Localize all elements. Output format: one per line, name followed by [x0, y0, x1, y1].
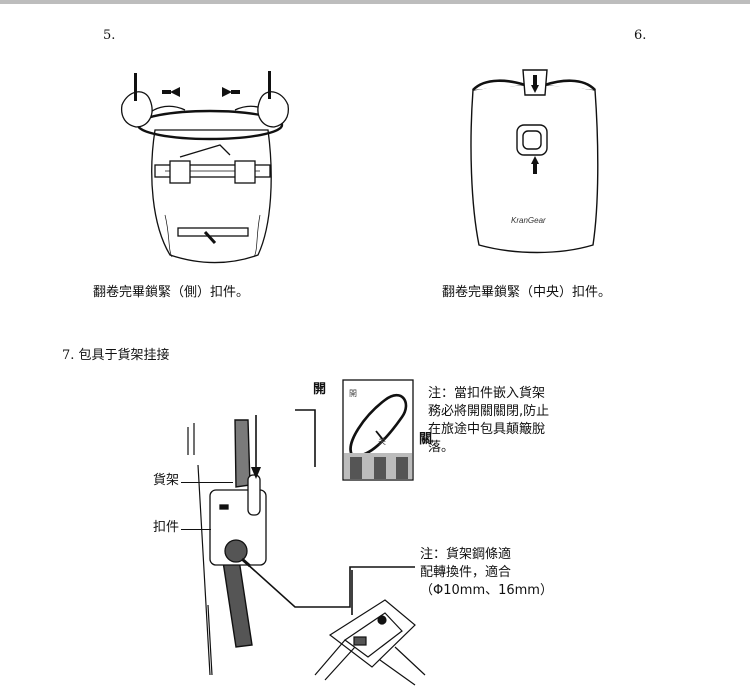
- note-adapter: 注：貨架鋼條適 配轉換件，適合 （Φ10mm、16mm）: [420, 547, 553, 598]
- label-close: 關: [419, 432, 433, 447]
- step-5-number: 5.: [103, 28, 116, 43]
- rack-mount-illustration: [187, 379, 426, 686]
- buckle-leader-line: [181, 529, 211, 530]
- side-buckle-illustration: [120, 71, 290, 264]
- label-buckle: 扣件: [153, 520, 180, 535]
- label-rack: 貨架: [153, 473, 180, 488]
- rack-tube: [221, 419, 253, 648]
- top-divider: [0, 0, 750, 4]
- step-6-number: 6.: [634, 28, 647, 43]
- step-7-number: 7.: [62, 348, 75, 363]
- step-7-title: 包具于貨架挂接: [78, 348, 170, 363]
- brand-logo: KranGear: [511, 216, 546, 225]
- caption-center-buckle: 翻卷完畢鎖緊（中央）扣件。: [442, 285, 612, 300]
- adapter-illustration: [314, 599, 426, 686]
- center-buckle-illustration: KranGear: [470, 69, 599, 254]
- buckle-block: [209, 474, 267, 566]
- caption-side-buckle: 翻卷完畢鎖緊（側）扣件。: [93, 285, 250, 300]
- label-open: 開: [313, 382, 327, 397]
- note-lock: 注：當扣件嵌入貨架 務必將開關關閉,防止 在旅途中包具顛簸脫 落。: [428, 386, 550, 455]
- rack-leader-line: [181, 482, 233, 483]
- dial-small-close: 关: [378, 437, 386, 446]
- dial-small-open: 開: [349, 389, 357, 398]
- panel-bottom-bands: [344, 453, 412, 479]
